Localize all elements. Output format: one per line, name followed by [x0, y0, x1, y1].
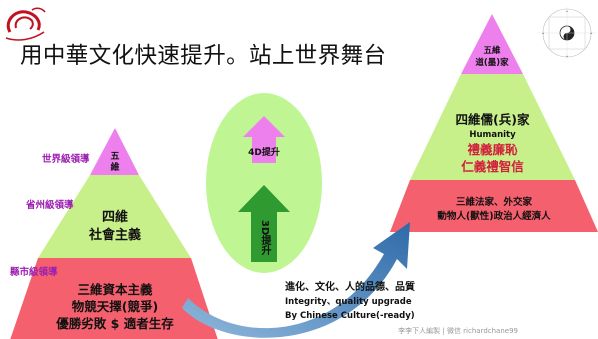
left-middle-text: 四維 社會主義 [60, 209, 170, 245]
page-title: 用中華文化快速提升。站上世界舞台 [20, 43, 387, 69]
tier-label-county: 縣市級領導 [10, 267, 58, 278]
right-bottom-line-2: 動物人(獸性)政治人經濟人 [437, 211, 551, 222]
right-middle-line-2: Humanity [469, 130, 516, 140]
caption-line-1: 進化、文化、人的品德、品質 [285, 282, 415, 293]
swirl-logo-icon [5, 7, 46, 41]
right-middle-line-3: 禮義廉恥 [467, 142, 518, 157]
left-bottom-line-3: 優勝劣敗 $ 適者生存 [56, 316, 174, 331]
right-pyramid-bottom-tier [390, 180, 598, 232]
caption-line-3: By Chinese Culture(-ready) [285, 311, 415, 321]
right-pyramid-middle-tier [410, 74, 575, 180]
svg-text:•: • [566, 9, 568, 14]
caption: 進化、文化、人的品德、品質 Integrity、quality upgrade … [285, 281, 415, 323]
left-bottom-line-1: 三維資本主義 [77, 282, 153, 297]
right-bottom-text: 三維法家、外交家 動物人(獸性)政治人經濟人 [405, 196, 583, 224]
right-middle-line-1: 四維儒(兵)家 [455, 112, 530, 127]
left-pyramid-middle-tier [38, 175, 191, 258]
left-top-text: 五 維 [110, 152, 120, 173]
right-middle-text: 四維儒(兵)家 Humanity 禮義廉恥 仁義禮智信 [430, 111, 555, 175]
3d-arrow-icon [238, 185, 290, 262]
right-top-line-2: 道(墨)家 [475, 58, 509, 68]
caption-line-2: Integrity、quality upgrade [285, 297, 412, 307]
svg-text:•: • [590, 31, 592, 36]
left-bottom-line-2: 物競天擇(競爭) [71, 299, 159, 314]
up-arrow-label: 4D提升 [248, 148, 280, 158]
svg-text:•: • [542, 31, 544, 36]
left-bottom-text: 三維資本主義 物競天擇(競爭) 優勝劣敗 $ 適者生存 [30, 281, 200, 332]
3d-arrow-label: 3D提升 [259, 220, 270, 256]
tier-label-province: 省州級領導 [26, 200, 74, 211]
right-middle-line-4: 仁義禮智信 [461, 159, 524, 174]
right-top-text: 五維 道(墨)家 [465, 45, 519, 69]
right-pyramid-top-tier [461, 14, 523, 74]
svg-text:•: • [566, 54, 568, 59]
left-middle-line-1: 四維 [101, 210, 128, 225]
footer-credit: 李李下人編製 | 微信 richardchane99 [398, 327, 518, 335]
up-arrow-icon [243, 116, 285, 163]
taiji-chart-icon: • • • • [538, 7, 596, 59]
left-middle-line-2: 社會主義 [88, 228, 141, 243]
left-pyramid-top-tier [90, 128, 139, 175]
right-bottom-line-1: 三維法家、外交家 [455, 197, 532, 208]
left-pyramid-bottom-tier [10, 258, 218, 339]
right-top-line-1: 五維 [483, 46, 501, 56]
tier-label-world: 世界級領導 [42, 154, 90, 165]
